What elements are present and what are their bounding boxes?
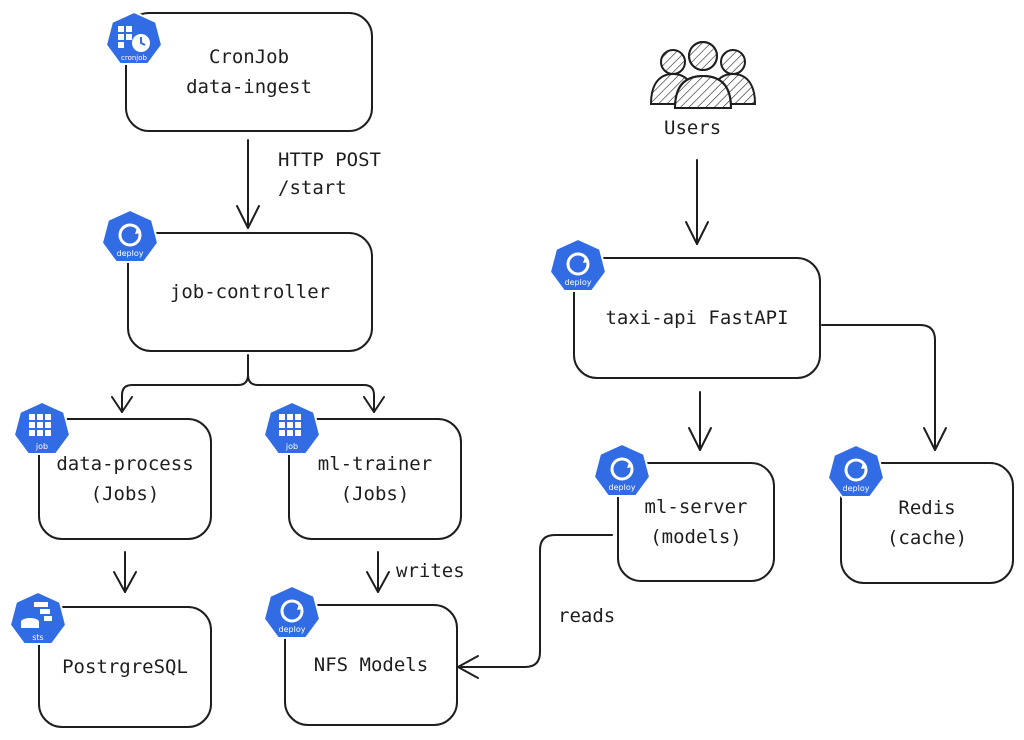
edge-users-to-api	[685, 159, 709, 245]
deploy-icon: deploy	[262, 584, 322, 639]
edge-label-http-post: HTTP POST /start	[278, 149, 381, 199]
deploy-icon: deploy	[826, 443, 886, 498]
statefulset-icon: sts	[8, 590, 68, 645]
svg-text:job: job	[35, 442, 48, 451]
node-postgresql[interactable]: PostrgreSQL	[38, 606, 212, 728]
node-cronjob-data-ingest[interactable]: CronJob data-ingest	[125, 12, 373, 132]
node-title: ml-server	[644, 496, 748, 518]
node-subtitle: (Jobs)	[340, 483, 410, 505]
node-title: CronJob	[208, 46, 290, 68]
node-title: PostrgreSQL	[62, 656, 188, 678]
node-title: NFS Models	[313, 654, 429, 676]
svg-text:job: job	[285, 442, 298, 451]
edge-dataprocess-to-postgres	[113, 551, 137, 593]
cronjob-icon: cronjob	[104, 10, 164, 65]
node-subtitle: (models)	[650, 526, 742, 548]
svg-text:sts: sts	[32, 633, 43, 642]
node-subtitle: (cache)	[886, 527, 968, 549]
edge-label-writes: writes	[396, 560, 465, 582]
svg-text:deploy: deploy	[565, 278, 592, 287]
svg-text:deploy: deploy	[609, 483, 636, 492]
users-group-icon	[649, 41, 757, 109]
deploy-icon: deploy	[100, 208, 160, 263]
svg-text:cronjob: cronjob	[121, 54, 148, 62]
edge-mltrainer-to-nfs	[366, 551, 390, 593]
edge-api-to-mlserver	[688, 391, 712, 451]
edge-controller-branch	[111, 354, 385, 413]
edge-mlserver-to-nfs	[457, 534, 613, 679]
deploy-icon: deploy	[592, 442, 652, 497]
node-title: job-controller	[169, 281, 331, 303]
node-title: taxi-api FastAPI	[605, 307, 789, 329]
users-label: Users	[664, 117, 722, 139]
edge-cronjob-to-controller	[236, 139, 260, 229]
svg-text:deploy: deploy	[843, 484, 870, 493]
svg-text:deploy: deploy	[279, 625, 306, 634]
job-icon: job	[262, 400, 322, 455]
node-title: data-process	[56, 453, 194, 475]
node-title: Redis	[898, 497, 956, 519]
edge-label-reads: reads	[558, 605, 616, 627]
node-nfs-models[interactable]: NFS Models	[284, 604, 458, 726]
node-taxi-api[interactable]: taxi-api FastAPI	[573, 257, 821, 379]
edge-api-to-redis	[821, 324, 947, 451]
svg-text:deploy: deploy	[117, 249, 144, 258]
job-icon: job	[12, 400, 72, 455]
node-subtitle: data-ingest	[186, 76, 312, 98]
deploy-icon: deploy	[548, 237, 608, 292]
node-job-controller[interactable]: job-controller	[127, 232, 373, 352]
node-title: ml-trainer	[317, 453, 433, 475]
node-subtitle: (Jobs)	[90, 483, 160, 505]
